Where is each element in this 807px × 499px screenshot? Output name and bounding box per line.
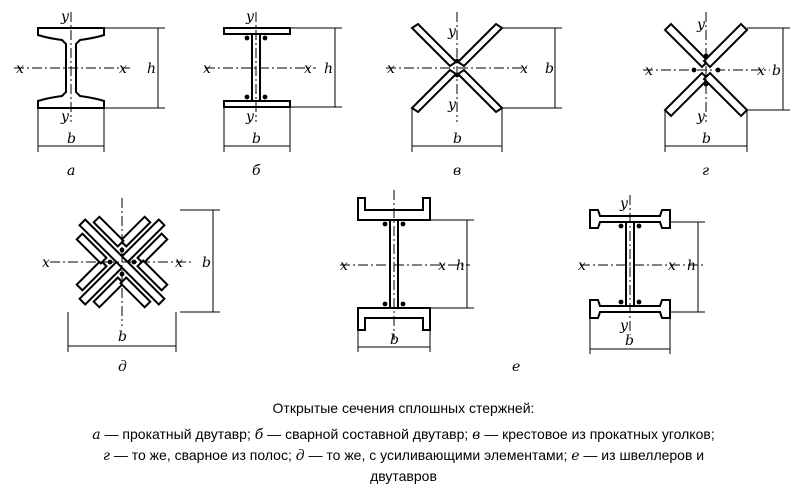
y-label-g2: y (696, 109, 706, 125)
reinforced-plate-group-2 (75, 215, 169, 309)
panel-label-d: д (118, 359, 127, 375)
x-label-a2: x (119, 61, 127, 77)
reinforcing-strip-7 (92, 215, 125, 248)
b-label-d: b (118, 329, 127, 345)
top-channel (357, 197, 431, 221)
x-label-e2: x (578, 258, 586, 274)
x-label-b: x (203, 61, 211, 77)
caption-letter-d: д (295, 448, 305, 464)
x-label-d2: x (175, 255, 183, 271)
caption-text-b: — сварной составной двутавр; (263, 426, 473, 442)
reinforcing-strip-6 (119, 276, 152, 309)
y-label-b: y (245, 9, 255, 25)
caption-line-3: двутавров (370, 468, 437, 484)
bottom-channel (357, 307, 431, 331)
caption-text-a: — прокатный двутавр; (100, 426, 255, 442)
reinforcing-strip-1 (92, 276, 125, 309)
panel-label-a: а (67, 163, 75, 179)
angle-top-right (456, 22, 504, 68)
reinforcing-strip-5 (75, 232, 108, 265)
panel-label-g: г (702, 163, 709, 179)
x-label-e2b: x (668, 258, 676, 274)
x-label-a: x (16, 61, 24, 77)
plate-top-right (702, 22, 749, 69)
caption-title: Открытые сечения сплошных стержней: (272, 400, 535, 416)
caption-text-d: — то же, с усиливающими элементами; (304, 447, 572, 463)
x-label-v: x (387, 61, 395, 77)
h-label-a: h (147, 61, 156, 77)
y-label-b2: y (245, 109, 255, 125)
caption-text-e: — из швеллеров и (579, 447, 705, 463)
section-a-rolled-i-beam: x x y y h b а (14, 9, 165, 179)
y-label-g: y (696, 17, 706, 33)
x-label-e1b: x (438, 258, 446, 274)
section-e-i-beams: x x y y h b (578, 195, 705, 354)
b-label-e1: b (390, 332, 399, 348)
section-g-welded-cross: x x y y b b г (643, 12, 790, 179)
h-label-b: h (324, 61, 333, 77)
panel-label-e: е (512, 359, 520, 375)
caption-letter-b: б (254, 427, 264, 443)
b-label-d-vertical: b (202, 255, 211, 271)
x-label-e1: x (340, 258, 348, 274)
reinforcing-strip-4 (119, 215, 152, 248)
figure-caption: Открытые сечения сплошных стержней: а — … (0, 400, 807, 486)
x-label-b2: x (304, 61, 312, 77)
sections-figure: x x y y h b а x x y y h b б (14, 9, 790, 375)
x-label-v2: x (520, 61, 528, 77)
panel-label-b: б (252, 163, 261, 179)
reinforcing-strip-2 (136, 232, 169, 265)
x-label-g2: x (757, 63, 765, 79)
plate-bottom-right (702, 71, 749, 118)
y-label-a2: y (60, 109, 70, 125)
y-label-v: y (447, 24, 457, 40)
y-label-v2: y (447, 97, 457, 113)
caption-text-v: — крестовое из прокатных уголков; (480, 426, 715, 442)
section-b-welded-i-beam: x x y y h b б (203, 9, 342, 179)
panel-label-v: в (453, 163, 461, 179)
section-v-cross-of-angles: x x y y b b в (386, 12, 562, 179)
h-label-e2: h (687, 258, 696, 274)
y-label-a: y (60, 9, 70, 25)
b-label-g-vertical: b (772, 63, 781, 79)
caption-letter-a: а (92, 427, 101, 443)
b-label-v-vertical: b (545, 61, 554, 77)
section-e-channels: x x h b е (340, 190, 520, 375)
b-label-e2: b (625, 333, 634, 349)
y-label-e2: y (619, 196, 629, 212)
h-label-e1: h (456, 258, 465, 274)
caption-line-2: г — то же, сварное из полос; д — то же, … (0, 445, 807, 466)
b-label-a: b (67, 131, 76, 147)
caption-letter-g: г (102, 448, 110, 464)
caption-letter-v: в (472, 427, 481, 443)
reinforcing-strip-8 (136, 259, 169, 292)
angle-bottom-right (456, 68, 504, 114)
reinforcing-strip-3 (75, 259, 108, 292)
b-label-g: b (702, 131, 711, 147)
y-label-e2b: y (619, 318, 629, 334)
b-label-v: b (453, 131, 462, 147)
x-label-g: x (645, 63, 653, 79)
caption-line-1: а — прокатный двутавр; б — сварной соста… (0, 424, 807, 445)
b-label-b: b (252, 131, 261, 147)
x-label-d: x (42, 255, 50, 271)
caption-letter-e: е (571, 448, 580, 464)
caption-text-g: — то же, сварное из полос; (109, 447, 296, 463)
section-d-reinforced-cross: x x b b д (42, 198, 220, 375)
